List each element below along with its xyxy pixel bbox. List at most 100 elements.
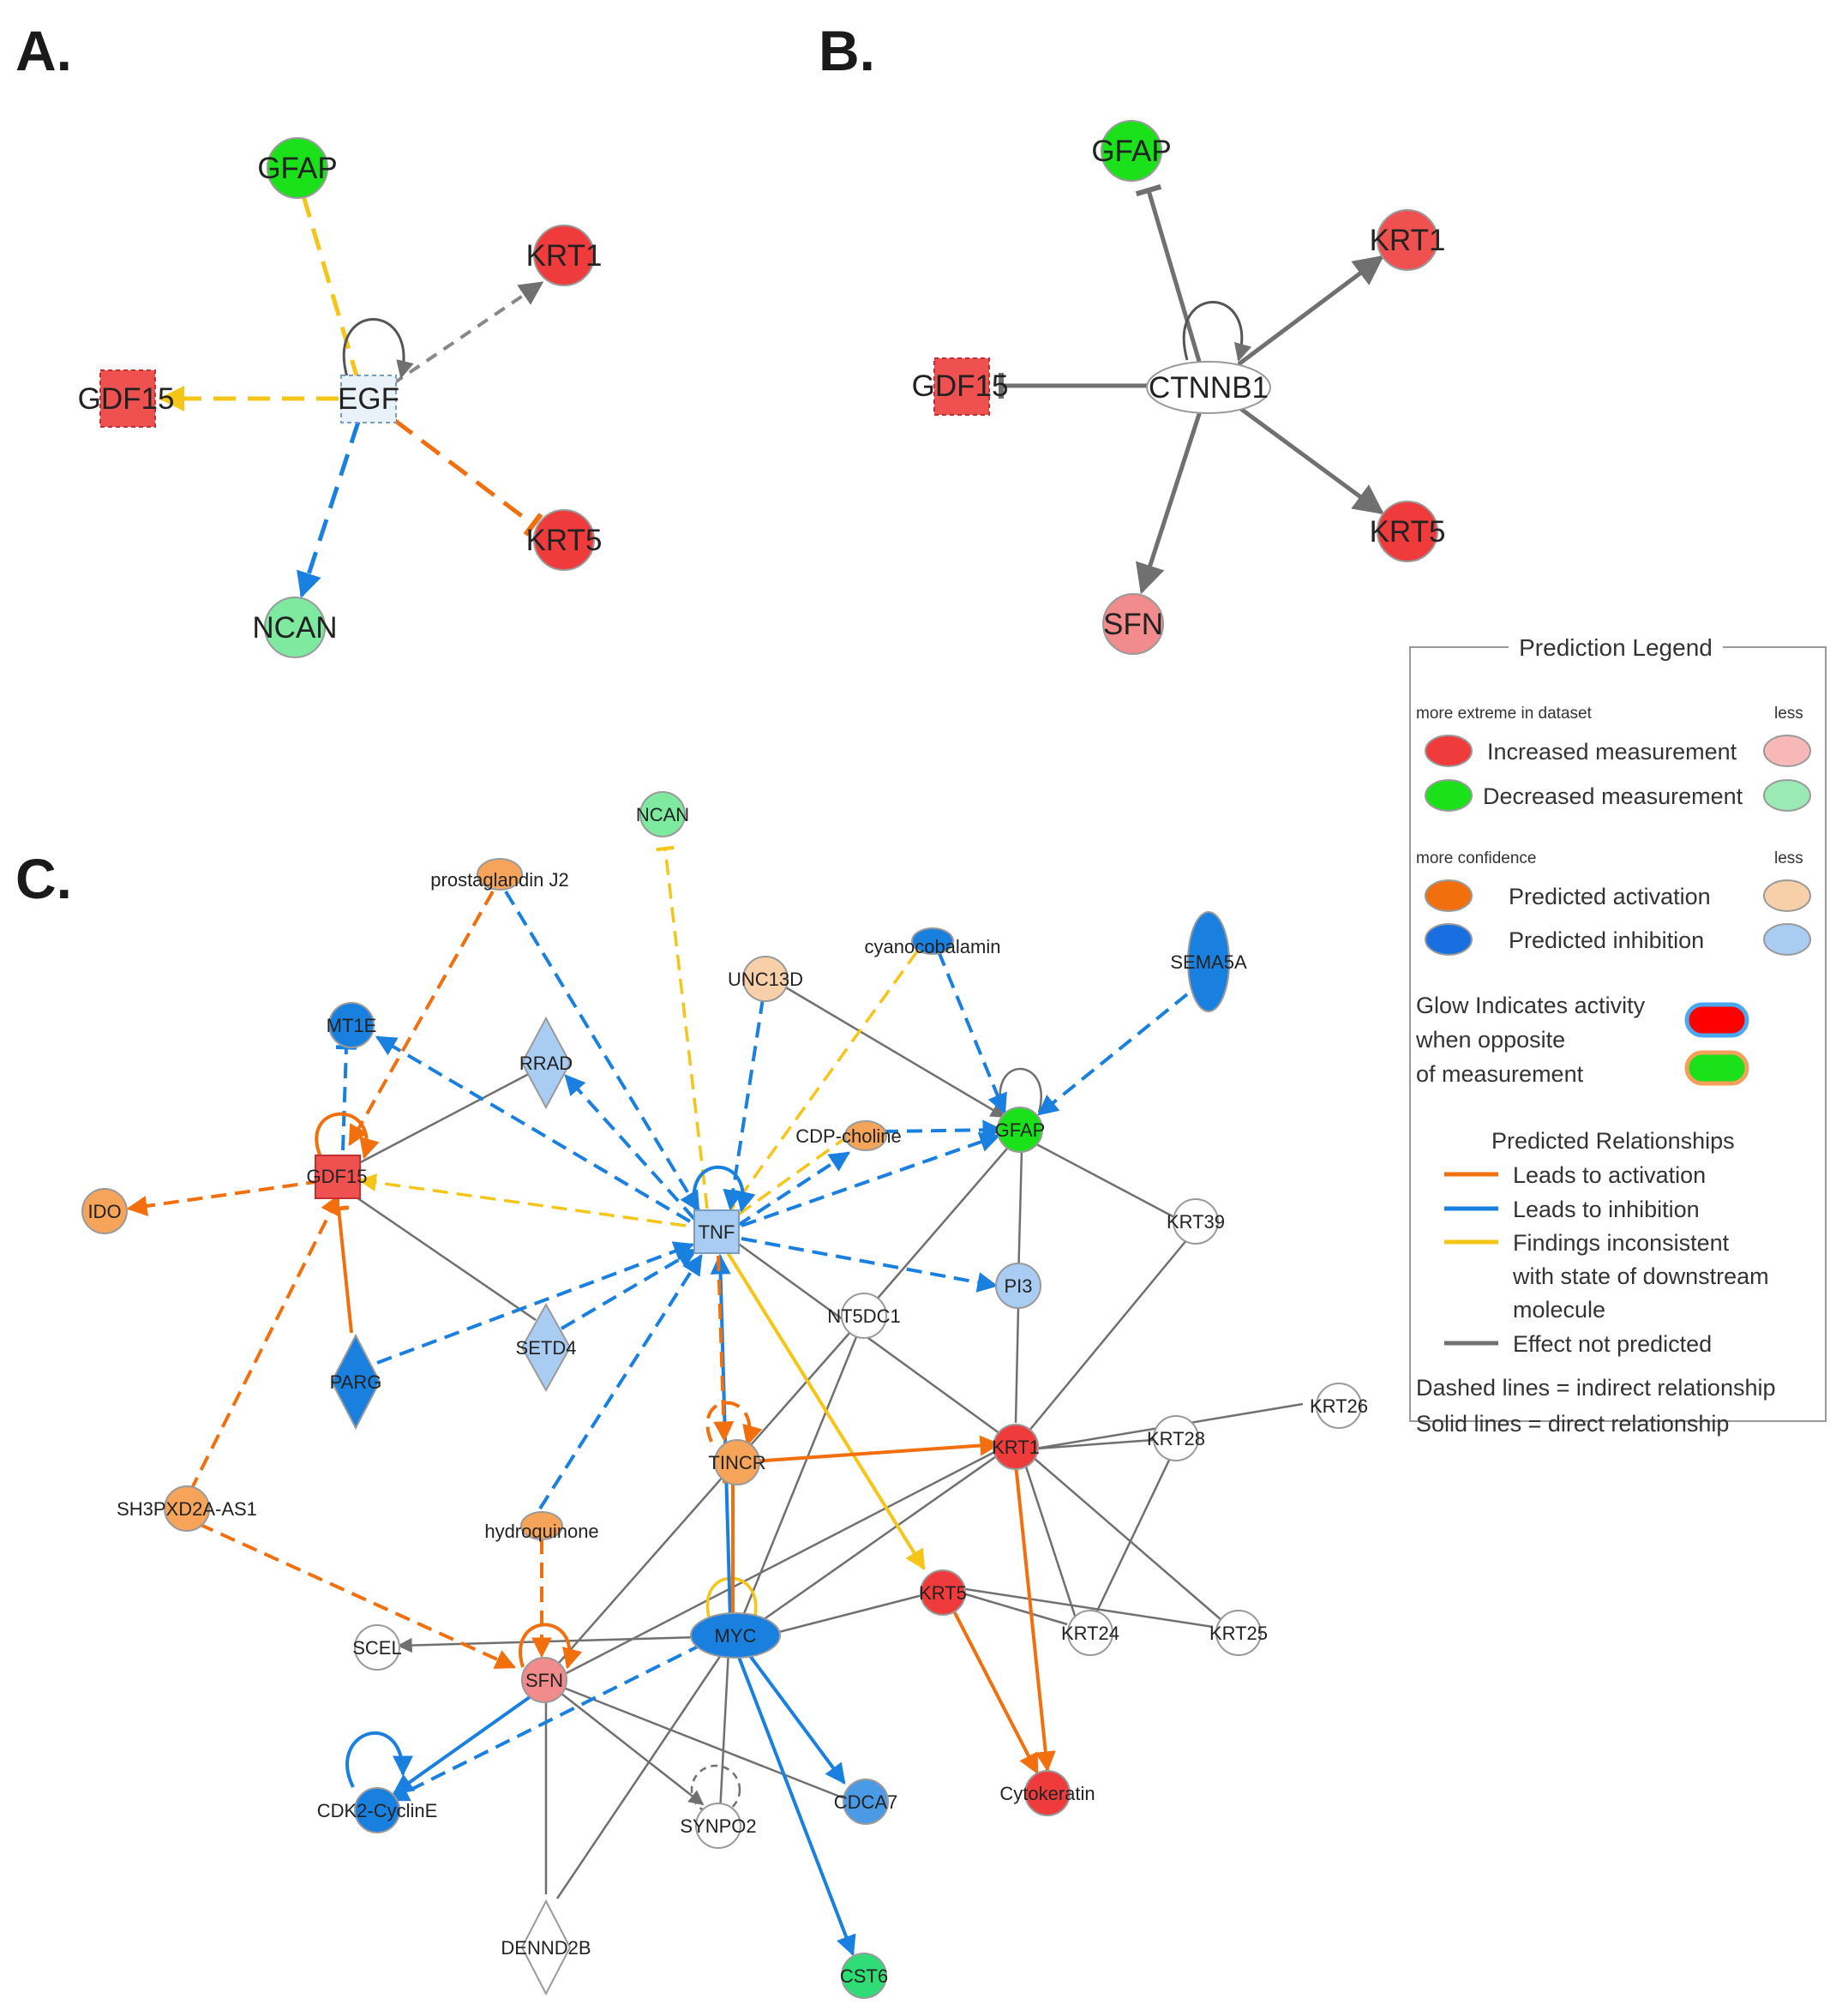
- node-unc13d[interactable]: UNC13D: [728, 956, 803, 1002]
- node-sfn[interactable]: SFN: [1102, 593, 1164, 655]
- node-pi3[interactable]: PI3: [995, 1263, 1041, 1309]
- panel-b-edges: [999, 183, 1384, 595]
- prediction-legend: Prediction Legend more extreme in datase…: [1409, 633, 1827, 1437]
- node-label: PI3: [1004, 1275, 1032, 1297]
- node-gdf15[interactable]: GDF15: [912, 357, 1009, 416]
- node-label: KRT24: [1061, 1623, 1119, 1644]
- edge-sfn-self: [519, 1623, 583, 1670]
- node-nt5dc1[interactable]: NT5DC1: [827, 1293, 901, 1339]
- node-cst6[interactable]: CST6: [840, 1953, 888, 1999]
- panel-b: GFAP KRT1 CTNNB1 GDF15 KRT5 SFN: [912, 120, 1446, 655]
- node-label: IDO: [87, 1201, 121, 1222]
- node-gfap[interactable]: GFAP: [257, 137, 338, 199]
- node-krt5[interactable]: KRT5: [919, 1569, 967, 1616]
- edge-sfn-cdk2: [393, 1691, 537, 1795]
- node-label: GDF15: [78, 382, 175, 416]
- node-dennd2b[interactable]: DENND2B: [501, 1899, 591, 1996]
- node-tnf[interactable]: TNF: [693, 1209, 740, 1254]
- edge-gfap-self: [999, 1067, 1042, 1113]
- node-label: KRT1: [1370, 224, 1446, 257]
- node-label: hydroquinone: [484, 1521, 598, 1542]
- node-ido[interactable]: IDO: [81, 1188, 128, 1234]
- legend-inconsistent-line2: with state of downstream: [1512, 1263, 1769, 1289]
- edge-gdf15-ido: [126, 1179, 322, 1216]
- edge-cdk2-self: [345, 1731, 413, 1788]
- node-label: GDF15: [912, 369, 1009, 403]
- node-hydroquinone[interactable]: hydroquinone: [484, 1511, 599, 1542]
- node-cdca7[interactable]: CDCA7: [834, 1779, 898, 1825]
- edge-krt5-krt25: [959, 1587, 1214, 1629]
- edge-tnf-gfap: [741, 1131, 1001, 1227]
- node-cyanocobalamin[interactable]: cyanocobalamin: [865, 927, 1001, 957]
- node-gfap[interactable]: GFAP: [995, 1107, 1046, 1153]
- edge-krt5-krt24: [959, 1591, 1068, 1626]
- node-krt25[interactable]: KRT25: [1209, 1610, 1268, 1656]
- node-sh3pxd2a-as1[interactable]: SH3PXD2A-AS1: [117, 1485, 257, 1532]
- edge-parg-tnf: [376, 1241, 695, 1365]
- legend-leads-inhibition: Leads to inhibition: [1513, 1197, 1700, 1222]
- node-label: UNC13D: [728, 969, 803, 990]
- edge-gfap-nt5dc1: [869, 1148, 1008, 1308]
- node-krt1[interactable]: KRT1: [1370, 209, 1446, 271]
- node-label: SCEL: [352, 1637, 401, 1659]
- legend-solid: Solid lines = direct relationship: [1416, 1411, 1729, 1437]
- node-gfap[interactable]: GFAP: [1091, 120, 1172, 182]
- node-parg[interactable]: PARG: [330, 1333, 382, 1431]
- edge-egf-self: [342, 318, 414, 380]
- panel-letter-c: C.: [15, 847, 72, 910]
- node-synpo2[interactable]: SYNPO2: [680, 1803, 757, 1849]
- node-prostaglandin-j2[interactable]: prostaglandin J2: [430, 858, 569, 891]
- node-cytokeratin[interactable]: Cytokeratin: [999, 1770, 1095, 1816]
- node-krt24[interactable]: KRT24: [1061, 1610, 1119, 1656]
- edge-prostaglandin-tnf: [504, 890, 700, 1213]
- edge-sfn-cdca7: [561, 1685, 849, 1802]
- edge-sfn-synpo2: [556, 1689, 705, 1806]
- node-krt5[interactable]: KRT5: [526, 509, 603, 571]
- node-myc[interactable]: MYC: [690, 1612, 781, 1659]
- edge-gfap-krt39: [1028, 1138, 1188, 1226]
- node-rrad[interactable]: RRAD: [519, 1016, 573, 1110]
- node-label: KRT28: [1147, 1428, 1205, 1449]
- node-tincr[interactable]: TINCR: [708, 1439, 766, 1485]
- node-gdf15[interactable]: GDF15: [307, 1155, 368, 1199]
- node-krt1[interactable]: KRT1: [526, 225, 603, 286]
- node-label: SEMA5A: [1170, 951, 1247, 973]
- node-sfn[interactable]: SFN: [521, 1657, 567, 1703]
- edge-ctnnb1-krt1: [1237, 255, 1384, 367]
- edge-tnf-self: [692, 1165, 756, 1213]
- legend-decreased: Decreased measurement: [1483, 783, 1743, 809]
- legend-glow-line2: when opposite: [1415, 1027, 1565, 1053]
- node-label: SH3PXD2A-AS1: [117, 1498, 257, 1520]
- node-krt26[interactable]: KRT26: [1310, 1383, 1368, 1429]
- edge-krt1-krt28: [1036, 1438, 1154, 1450]
- node-cdk2-cycline[interactable]: CDK2-CyclinE: [317, 1787, 438, 1833]
- node-cdp-choline[interactable]: CDP-choline: [795, 1120, 902, 1151]
- node-ncan[interactable]: NCAN: [252, 597, 338, 658]
- edge-parg-gdf15: [327, 1205, 353, 1334]
- edge-unc13d-gfap: [775, 980, 1006, 1119]
- edge-tnf-cdp: [735, 1151, 851, 1227]
- edge-tnf-tincr: [713, 1255, 735, 1443]
- node-egf[interactable]: EGF: [338, 375, 399, 423]
- node-krt5[interactable]: KRT5: [1370, 501, 1446, 562]
- node-krt39[interactable]: KRT39: [1167, 1198, 1225, 1245]
- legend-activation: Predicted activation: [1509, 884, 1711, 909]
- node-krt28[interactable]: KRT28: [1147, 1415, 1205, 1461]
- node-label: GFAP: [995, 1119, 1046, 1141]
- node-setd4[interactable]: SETD4: [516, 1302, 577, 1393]
- edge-gdf15-mt1e: [335, 1045, 357, 1151]
- node-scel[interactable]: SCEL: [352, 1624, 402, 1671]
- edge-ctnnb1-krt5: [1237, 405, 1384, 515]
- legend-inhibition: Predicted inhibition: [1509, 927, 1704, 953]
- node-ctnnb1[interactable]: CTNNB1: [1146, 361, 1271, 414]
- edge-egf-krt1: [391, 281, 544, 386]
- node-ncan[interactable]: NCAN: [636, 791, 689, 837]
- edge-pi3-krt1: [1014, 1306, 1020, 1424]
- node-label: CST6: [840, 1965, 888, 1987]
- edge-krt1-cytokeratin: [1014, 1463, 1056, 1773]
- node-krt1[interactable]: KRT1: [992, 1424, 1040, 1470]
- node-sema5a[interactable]: SEMA5A: [1170, 911, 1247, 1012]
- node-label: KRT26: [1310, 1395, 1368, 1417]
- node-mt1e[interactable]: MT1E: [327, 1002, 377, 1048]
- node-gdf15[interactable]: GDF15: [78, 369, 175, 428]
